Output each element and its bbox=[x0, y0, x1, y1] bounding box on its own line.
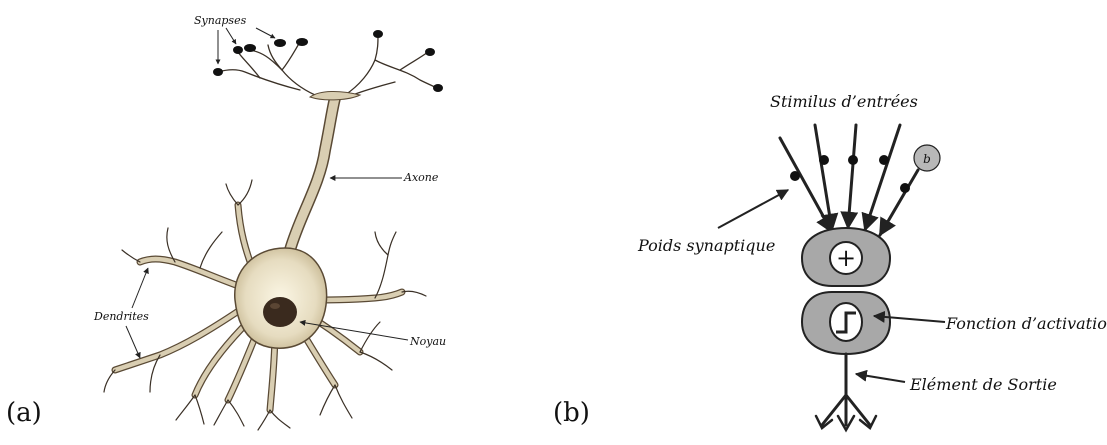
nucleus bbox=[263, 297, 297, 327]
axon-hillock bbox=[310, 91, 360, 99]
input-lines bbox=[780, 125, 918, 235]
sum-symbol: + bbox=[836, 244, 856, 272]
bias-symbol: b bbox=[923, 152, 931, 166]
synapse-buttons bbox=[213, 30, 443, 92]
noyau-label: Noyau bbox=[410, 335, 446, 348]
summing-unit: + bbox=[802, 228, 890, 286]
output-arrow bbox=[816, 354, 876, 430]
axone-label: Axone bbox=[404, 171, 438, 184]
panel-a-tag: (a) bbox=[6, 398, 42, 428]
activation-unit bbox=[802, 292, 890, 354]
bias-node: b bbox=[914, 145, 940, 171]
sortie-label: Elément de Sortie bbox=[910, 375, 1057, 394]
dendrites-label: Dendrites bbox=[94, 310, 149, 323]
panel-b-tag: (b) bbox=[553, 398, 590, 428]
synapses-label: Synapses bbox=[194, 14, 246, 27]
axon bbox=[290, 98, 335, 250]
poids-label: Poids synaptique bbox=[638, 236, 775, 255]
fonction-label: Fonction d’activation bbox=[946, 314, 1107, 333]
stimulus-label: Stimilus d’entrées bbox=[770, 92, 918, 111]
